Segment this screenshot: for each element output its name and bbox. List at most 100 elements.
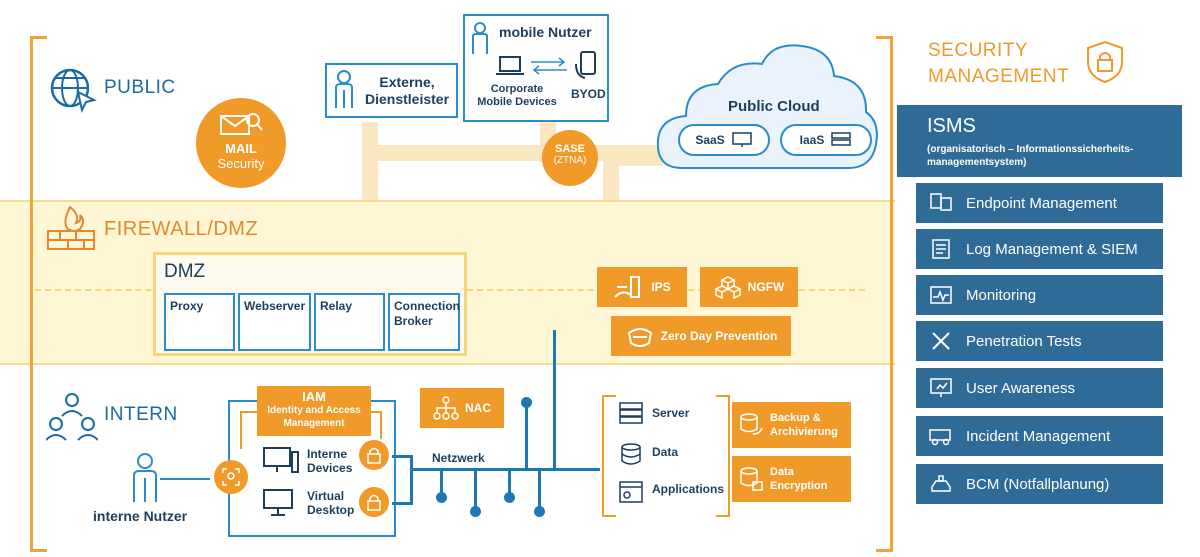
sm-item-label: Penetration Tests [966, 332, 1082, 350]
saas-pill: SaaS [678, 124, 770, 156]
sm-item-label: BCM (Notfallplanung) [966, 475, 1110, 493]
virtual-desktop-label: Virtual Desktop [307, 489, 355, 517]
left-bracket [30, 36, 47, 552]
byod-label: BYOD [571, 87, 606, 101]
connection-pipe [603, 150, 663, 166]
sm-item-label: Incident Management [966, 427, 1111, 445]
ngfw-label: NGFW [747, 280, 785, 294]
security-management-title: SECURITY MANAGEMENT [928, 38, 1069, 90]
sm-item-log: Log Management & SIEM [916, 229, 1163, 269]
data-icon [621, 443, 641, 465]
dmz-cell-proxy: Proxy [164, 293, 235, 351]
sync-arrows-icon [531, 57, 567, 75]
security-management-line2: MANAGEMENT [928, 66, 1070, 87]
nac-box: NAC [420, 388, 504, 428]
sm-item-endpoint: Endpoint Management [916, 183, 1163, 223]
encryption-icon [740, 467, 763, 491]
network-link [392, 502, 412, 505]
network-backbone [410, 468, 600, 471]
network-link [410, 455, 413, 505]
iaas-label: IaaS [799, 133, 825, 147]
dmz-box: DMZ Proxy Webserver Relay Connection Bro… [153, 252, 467, 356]
network-link [553, 330, 556, 470]
log-icon [916, 238, 966, 260]
backup-box: Backup & Archivierung [732, 402, 851, 448]
intern-zone-label: INTERN [104, 404, 178, 425]
mail-security-node: MAIL Security [196, 98, 286, 188]
monitoring-icon [916, 285, 966, 305]
sm-item-bcm: BCM (Notfallplanung) [916, 464, 1163, 504]
applications-label: Applications [652, 482, 725, 496]
ngfw-cubes-icon [713, 276, 742, 299]
sm-item-label: Log Management & SIEM [966, 240, 1138, 258]
globe-icon [48, 66, 98, 119]
ips-icon [614, 276, 641, 298]
mail-icon [220, 113, 263, 135]
lock-key-icon [359, 440, 389, 470]
iam-title: IAM [302, 389, 326, 404]
interne-devices-label: Interne Devices [307, 447, 353, 475]
laptop-icon [496, 56, 524, 75]
shield-lock-icon [1087, 40, 1123, 84]
mobile-nutzer-box: mobile Nutzer Corporate Mobile Devices B… [463, 14, 609, 122]
isms-subtitle: (organisatorisch – Informationssicherhei… [927, 144, 1134, 168]
mail-title: MAIL [225, 141, 257, 156]
network-link [538, 468, 541, 510]
team-icon [45, 390, 99, 447]
interne-devices-icon [263, 447, 299, 473]
ips-box: IPS [597, 267, 687, 307]
backup-icon [740, 413, 763, 435]
network-link [525, 405, 528, 470]
pentest-icon [916, 330, 966, 352]
dmz-title: DMZ [164, 261, 206, 282]
network-link [508, 468, 511, 496]
network-node [470, 506, 481, 517]
server-icon [619, 402, 643, 424]
sase-title: SASE [555, 143, 585, 155]
sm-item-monitoring: Monitoring [916, 275, 1163, 315]
public-zone-label: PUBLIC [104, 77, 176, 98]
iaas-server-icon [831, 132, 852, 146]
network-link [440, 468, 443, 496]
saas-monitor-icon [731, 132, 752, 147]
saas-label: SaaS [695, 133, 725, 147]
incident-icon [916, 426, 966, 446]
mobile-nutzer-title: mobile Nutzer [499, 24, 592, 40]
externe-dienstleister-box: Externe, Dienstleister [325, 63, 458, 118]
externe-label: Externe, Dienstleister [365, 73, 450, 107]
lock-icon [359, 487, 389, 517]
resources-bracket-right [716, 395, 730, 517]
network-node [534, 506, 545, 517]
dmz-cell-relay: Relay [314, 293, 385, 351]
iaas-pill: IaaS [780, 124, 872, 156]
encryption-label: Data Encryption [770, 466, 828, 492]
corporate-label: Corporate Mobile Devices [477, 83, 557, 108]
iam-arrow-left [240, 411, 260, 449]
user-to-iam-line [160, 478, 210, 480]
network-node [504, 492, 515, 503]
network-link [474, 468, 477, 510]
phone-hand-icon [575, 51, 596, 79]
virtual-desktop-icon [263, 489, 293, 516]
isms-title: ISMS [927, 115, 976, 137]
dmz-cell-connection-broker: Connection Broker [388, 293, 460, 351]
ips-label: IPS [651, 280, 671, 294]
sase-node: SASE (ZTNA) [542, 130, 598, 186]
resources-bracket [602, 395, 616, 517]
sm-item-label: User Awareness [966, 379, 1075, 397]
iam-box: IAM Identity and Access Management [257, 386, 371, 436]
iam-subtitle: Identity and Access Management [267, 405, 361, 429]
sm-item-pentest: Penetration Tests [916, 321, 1163, 361]
applications-icon [619, 481, 643, 503]
sm-item-awareness: User Awareness [916, 368, 1163, 408]
iam-arrow-right [370, 411, 382, 439]
security-management-line1: SECURITY [928, 40, 1029, 61]
network-link [392, 455, 412, 458]
zero-day-icon [627, 328, 652, 347]
encryption-box: Data Encryption [732, 456, 851, 502]
interne-nutzer-label: interne Nutzer [93, 508, 188, 524]
endpoint-icon [916, 192, 966, 214]
sase-subtitle: (ZTNA) [553, 155, 587, 166]
firewall-icon [46, 205, 96, 256]
bcm-icon [916, 473, 966, 495]
